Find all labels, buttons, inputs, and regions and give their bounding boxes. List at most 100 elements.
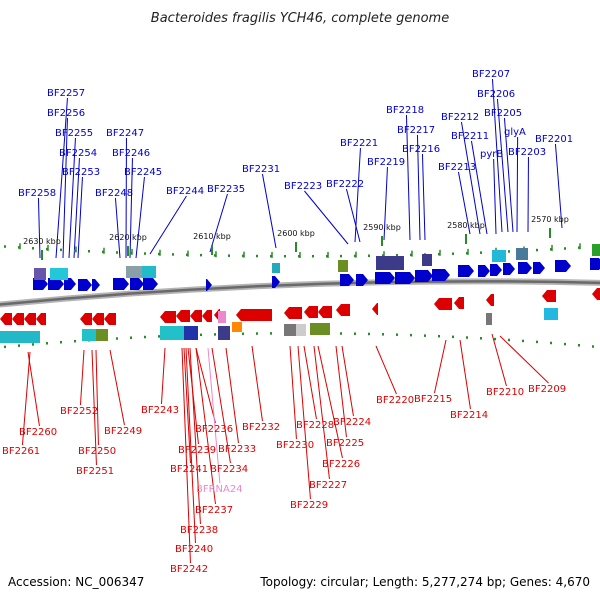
reverse-connector (91, 349, 97, 466)
reverse-connector (109, 349, 125, 426)
ring-dot-upper (200, 253, 202, 257)
cog-box (296, 324, 306, 336)
forward-gene-arrow (143, 278, 158, 290)
reverse-gene-arrow (202, 310, 212, 322)
forward-connector (149, 195, 187, 255)
ring-dot-upper (130, 251, 132, 255)
forward-connector (493, 158, 497, 235)
reverse-gene-label: BF2237 (195, 505, 233, 516)
ring-dot-upper (228, 254, 230, 257)
forward-gene-arrow (590, 258, 600, 270)
reverse-gene-arrow (434, 298, 452, 310)
cog-box (310, 323, 330, 335)
ring-dot-upper (144, 252, 146, 255)
reverse-gene-arrow (236, 309, 272, 321)
cog-box (142, 266, 156, 278)
reverse-gene-label: BF2225 (326, 438, 364, 449)
ring-dot-upper (354, 254, 356, 258)
ring-dot-lower (494, 337, 496, 341)
map-title: Bacteroides fragilis YCH46, complete gen… (151, 11, 449, 26)
reverse-gene-arrow (104, 313, 116, 325)
cog-box (284, 324, 298, 336)
ring-dot-upper (564, 247, 566, 250)
forward-gene-arrow (432, 269, 450, 281)
topology-text: Topology: circular; Length: 5,277,274 bp… (259, 575, 590, 589)
reverse-connector (303, 345, 317, 420)
forward-gene-arrow (395, 272, 415, 284)
cog-box (50, 268, 68, 280)
ring-dot-upper (368, 254, 370, 257)
scale-label: 2580 kbp (447, 221, 485, 230)
forward-gene-label: BF2255 (55, 128, 93, 139)
ring-dot-lower (354, 332, 356, 335)
reverse-gene-label: BF2215 (414, 394, 452, 405)
cog-box (272, 263, 280, 273)
reverse-gene-label: BF2240 (175, 544, 213, 555)
reverse-connector (297, 345, 311, 500)
ring-dot-upper (452, 252, 454, 255)
reverse-gene-label: BF2252 (60, 406, 98, 417)
scale-label: 2630 kbp (23, 237, 61, 246)
reverse-gene-arrow (24, 313, 36, 325)
reverse-connector (289, 345, 297, 440)
forward-gene-arrow (78, 279, 92, 291)
reverse-gene-arrow (36, 313, 46, 325)
forward-gene-label: BF2217 (397, 125, 435, 136)
reverse-gene-label: BF2243 (141, 405, 179, 416)
reverse-connector (491, 333, 507, 387)
forward-gene-label: BF2206 (477, 89, 515, 100)
cog-box (592, 244, 600, 256)
forward-gene-label: BF2218 (386, 105, 424, 116)
reverse-connector (211, 347, 231, 464)
reverse-connector (499, 335, 549, 384)
ring-dot-lower (144, 335, 146, 339)
ring-dot-upper (186, 253, 188, 257)
forward-gene-label: BF2222 (326, 179, 364, 190)
ring-dot-upper (270, 254, 272, 258)
reverse-connector (79, 349, 85, 406)
forward-gene-arrow (33, 278, 48, 290)
scale-label: 2600 kbp (277, 229, 315, 238)
scale-label: 2610 kbp (193, 232, 231, 241)
reverse-gene-arrow (0, 313, 12, 325)
forward-gene-label: BF2219 (367, 157, 405, 168)
ring-dot-upper (396, 253, 398, 257)
reverse-gene-label: BF2232 (242, 422, 280, 433)
accession-text: Accession: NC_006347 (8, 575, 144, 589)
forward-gene-label: BF2221 (340, 138, 378, 149)
forward-gene-arrow (113, 278, 129, 290)
reverse-gene-arrow (176, 310, 190, 322)
reverse-connector (195, 347, 216, 505)
ring-dot-lower (382, 333, 384, 336)
ring-dot-upper (578, 246, 580, 249)
forward-gene-arrow (458, 265, 474, 277)
reverse-connector (335, 345, 347, 438)
forward-gene-arrow (518, 262, 532, 274)
forward-gene-label: BF2216 (402, 144, 440, 155)
forward-gene-label: BF2244 (166, 186, 204, 197)
ring-dot-upper (74, 249, 76, 252)
genome-backbone (0, 278, 600, 308)
forward-connector (470, 140, 488, 235)
gene-labels: BF2258BF2257BF2256BF2255BF2254BF2253BF22… (2, 69, 573, 575)
reverse-gene-label: BF2239 (178, 445, 216, 456)
reverse-gene-arrow (12, 313, 24, 325)
forward-gene-arrow (533, 262, 545, 274)
forward-gene-label: BF2248 (95, 188, 133, 199)
ring-dot-upper (382, 254, 384, 257)
ring-dot-upper (340, 254, 342, 258)
reverse-connector (251, 345, 263, 422)
forward-connector (62, 117, 68, 259)
reverse-gene-label: BF2226 (322, 459, 360, 470)
ring-dot-upper (60, 248, 62, 252)
ring-dot-lower (396, 333, 398, 336)
ring-dot-upper (256, 254, 258, 258)
ring-dot-upper (172, 253, 174, 256)
forward-connector (460, 121, 481, 235)
reverse-gene-label: BF2214 (450, 410, 488, 421)
reverse-gene-label: BF2220 (376, 395, 414, 406)
reverse-connector (160, 347, 166, 405)
reverse-gene-arrow (486, 294, 494, 306)
ring-dot-upper (88, 250, 90, 253)
forward-connector (405, 114, 411, 241)
